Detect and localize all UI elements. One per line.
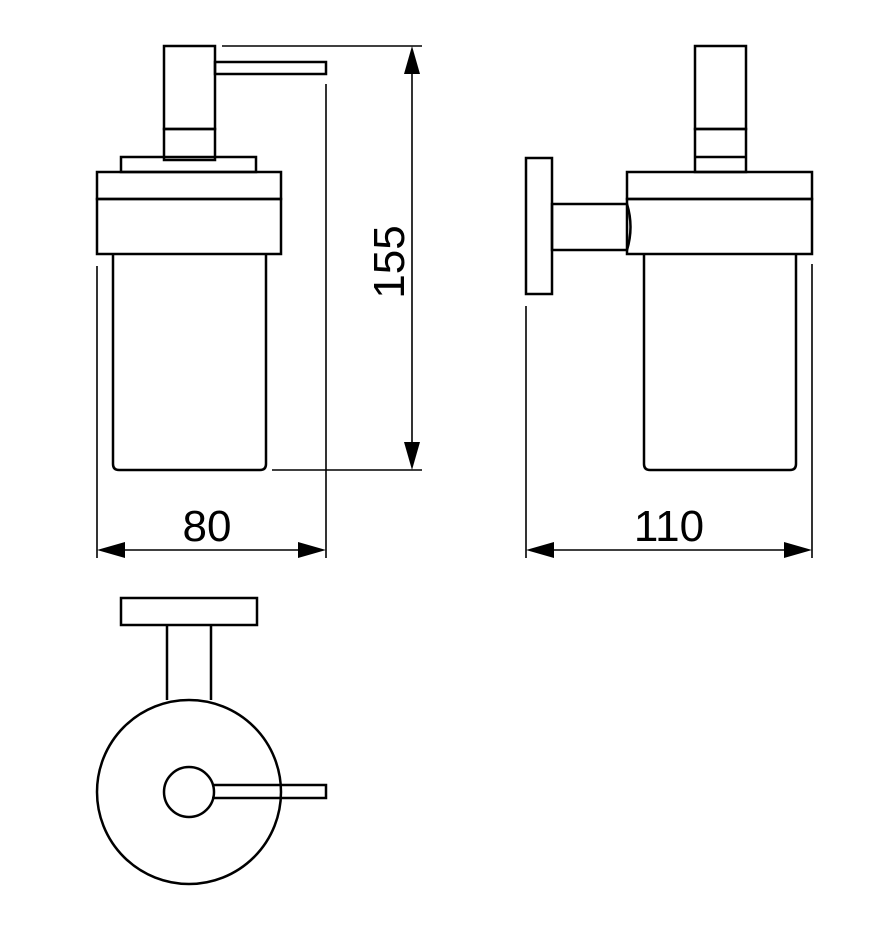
height-dimension: 155 xyxy=(222,45,422,471)
side-view xyxy=(524,44,814,472)
front-pump-neck xyxy=(162,127,217,162)
side-width-arrow-left xyxy=(526,542,554,558)
front-width-arrow-right xyxy=(298,542,326,558)
height-arrow-top xyxy=(404,46,420,74)
side-arm xyxy=(550,202,632,252)
front-width-arrow-left xyxy=(97,542,125,558)
front-glass-container xyxy=(111,254,268,472)
front-pump-head xyxy=(162,44,217,131)
side-cap-top xyxy=(625,170,814,201)
side-wall-plate xyxy=(524,156,554,296)
side-cap-body xyxy=(625,197,814,256)
top-view xyxy=(95,596,328,886)
side-width-dimension: 110 xyxy=(525,264,813,558)
height-arrow-bottom xyxy=(404,442,420,470)
top-cap-circle xyxy=(95,698,283,886)
top-wall-plate xyxy=(119,596,259,627)
front-cap-top xyxy=(95,170,283,201)
top-pump-circle xyxy=(162,765,216,819)
side-glass-container xyxy=(642,254,798,472)
front-nozzle xyxy=(213,60,328,76)
top-nozzle xyxy=(212,783,328,800)
side-width-label: 110 xyxy=(634,502,704,551)
front-cap-body xyxy=(95,197,283,256)
front-width-label: 80 xyxy=(183,502,232,551)
side-pump-head xyxy=(693,44,748,131)
side-width-arrow-right xyxy=(784,542,812,558)
front-view xyxy=(95,44,328,472)
side-pump-neck xyxy=(693,127,748,174)
front-width-dimension: 80 xyxy=(96,84,327,558)
height-label: 155 xyxy=(365,225,414,298)
